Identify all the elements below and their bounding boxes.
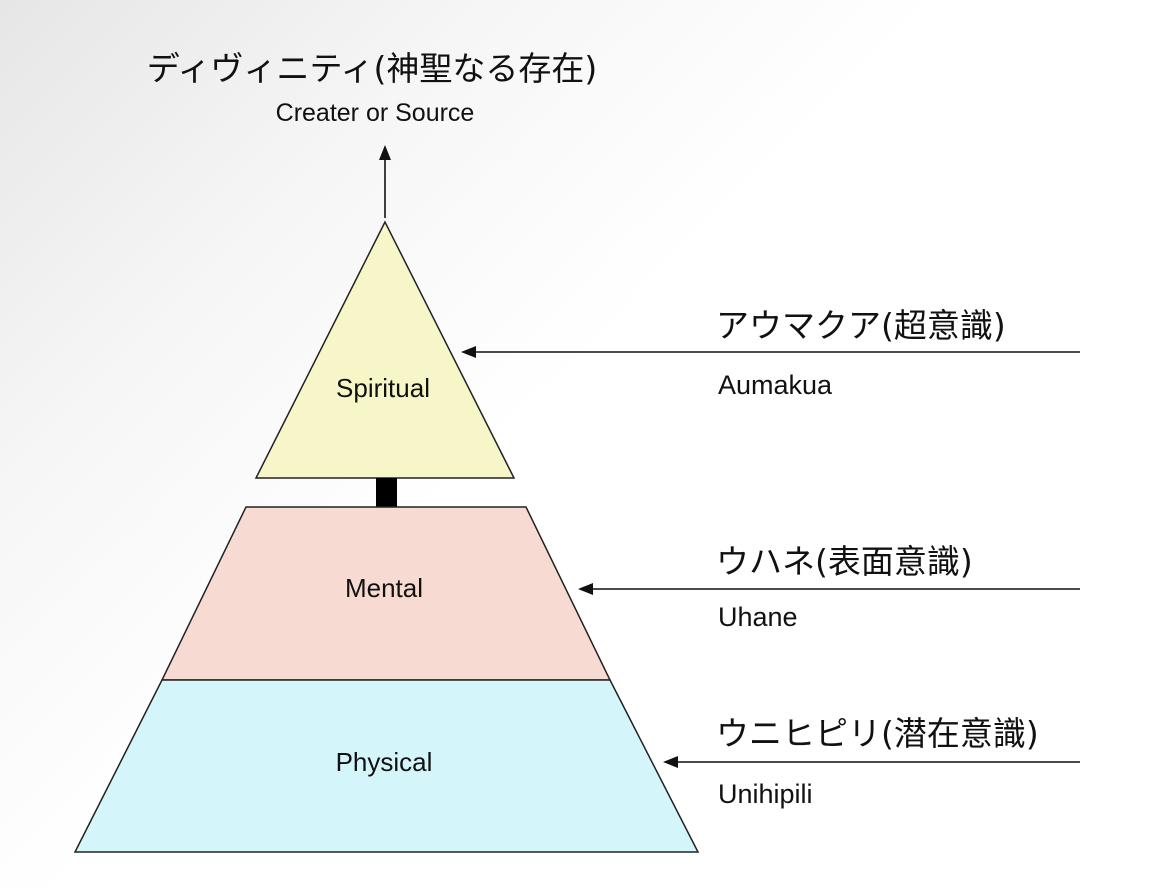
uhane-label-jp: ウハネ(表面意識): [716, 542, 973, 581]
physical-tier: [73, 679, 700, 853]
aumakua-label-jp: アウマクア(超意識): [716, 306, 1006, 345]
unihipili-annotation: ウニヒピリ(潜在意識) Unihipili: [663, 714, 1080, 809]
uhane-annotation: ウハネ(表面意識) Uhane: [578, 542, 1080, 632]
arrowhead-up-icon: [379, 145, 391, 160]
aumakua-annotation: アウマクア(超意識) Aumakua: [461, 306, 1080, 400]
tier-connector: [376, 478, 397, 507]
unihipili-label-jp: ウニヒピリ(潜在意識): [716, 714, 1039, 753]
upward-arrow: [379, 145, 391, 218]
arrowhead-left-icon: [461, 346, 476, 358]
mental-tier-label: Mental: [345, 573, 423, 603]
unihipili-label-en: Unihipili: [718, 779, 813, 809]
divinity-subtitle: Creater or Source: [276, 99, 475, 127]
spiritual-tier-label: Spiritual: [336, 373, 430, 403]
uhane-label-en: Uhane: [718, 602, 798, 632]
arrowhead-left-icon: [578, 583, 593, 595]
aumakua-label-en: Aumakua: [718, 370, 833, 400]
arrowhead-left-icon: [663, 756, 678, 768]
physical-tier-label: Physical: [336, 747, 433, 777]
divinity-title: ディヴィニティ(神聖なる存在): [147, 49, 597, 88]
